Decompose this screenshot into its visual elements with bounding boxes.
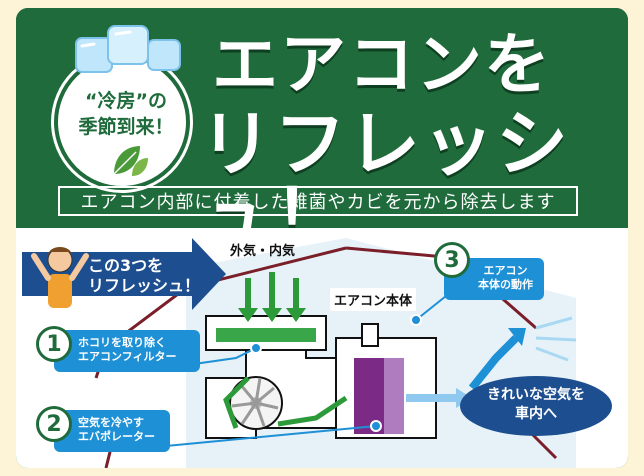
callout-3-number: 3 — [434, 242, 470, 278]
callout-1-number: 1 — [36, 326, 72, 362]
poster-panel: “冷房”の 季節到来！ エアコンを リフレッシュ！ エアコン内部に付着した雑菌や… — [16, 8, 628, 468]
callout-2-line-2: エバポレーター — [78, 430, 155, 444]
subtitle: エアコン内部に付着した雑菌やカビを元から除去します — [58, 186, 578, 216]
callout-3-line-1: エアコン — [483, 264, 528, 277]
clean-air-text: きれいな空気を 車内へ — [468, 386, 604, 424]
outside-air-label: 外気・内気 — [230, 244, 296, 259]
badge-line-1: “冷房”の — [85, 90, 167, 112]
clean-air-line-2: 車内へ — [515, 405, 557, 422]
callout-2-number: 2 — [36, 406, 72, 442]
callout-2-text: 空気を冷やす エバポレーター — [78, 416, 155, 445]
arrow-banner-line-1: この3つを — [88, 256, 164, 275]
badge-line-2: 季節到来！ — [78, 116, 174, 138]
fan-icon — [229, 376, 283, 430]
callout-3-text: エアコン 本体の動作 — [478, 264, 533, 293]
diagram-artwork — [22, 238, 612, 468]
clean-air-line-1: きれいな空気を — [487, 387, 585, 403]
callout-2-line-1: 空気を冷やす — [78, 416, 144, 429]
header-area: “冷房”の 季節到来！ エアコンを リフレッシュ！ エアコン内部に付着した雑菌や… — [16, 8, 628, 252]
callout-1-line-1: ホコリを取り除く — [78, 336, 166, 349]
title-line-1: エアコンを — [212, 26, 552, 103]
unit-label: エアコン本体 — [330, 288, 417, 311]
leaf-icon — [113, 146, 148, 176]
airflow-diagram: 外気・内気 エアコン本体 この3つを リフレッシュ！ 1 ホコリを取り除く エア… — [16, 228, 628, 468]
person-icon — [31, 247, 89, 308]
arrow-banner-line-2: リフレッシュ！ — [88, 276, 201, 295]
arrow-banner-text: この3つを リフレッシュ！ — [42, 256, 200, 296]
callout-1-line-2: エアコンフィルター — [78, 350, 177, 364]
ice-cube-icon — [75, 25, 181, 73]
callout-3-line-2: 本体の動作 — [478, 278, 533, 292]
season-badge: “冷房”の 季節到来！ — [54, 54, 190, 190]
callout-1-text: ホコリを取り除く エアコンフィルター — [78, 336, 176, 365]
